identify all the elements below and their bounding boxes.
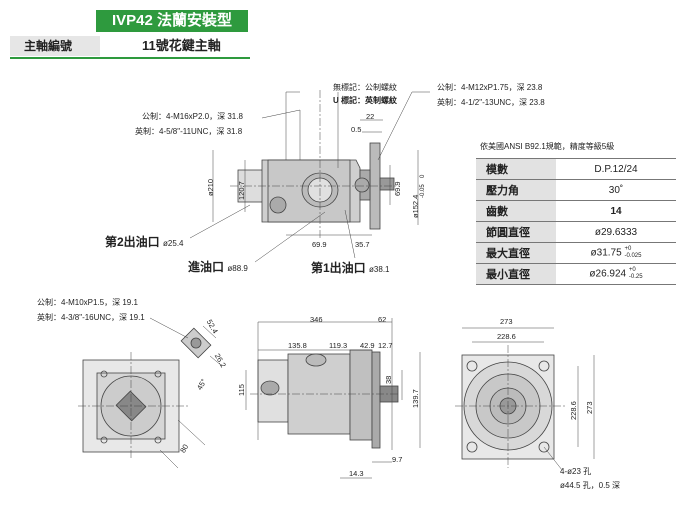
flange-view: [82, 327, 212, 453]
dim-9-7: 9.7: [392, 455, 403, 464]
metric-thread-left: 公制：4-M16xP2.0，深 31.8: [142, 112, 243, 121]
note-metric-mark: 無標記：公制螺紋: [333, 83, 397, 92]
dim-273-top: 273: [500, 317, 513, 326]
dim-120-7: 120.7: [237, 181, 246, 200]
inlet-label: 進油口 ø88.9: [188, 260, 248, 274]
dim-35-7: 35.7: [355, 240, 370, 249]
outlet-1-label: 第1出油口 ø38.1: [311, 261, 390, 275]
dim-14-3: 14.3: [349, 469, 364, 478]
dim-228-6-top: 228.6: [497, 332, 516, 341]
dim-62: 62: [378, 315, 387, 324]
dim-119-3: 119.3: [329, 341, 348, 350]
shaft-tab: 主軸編號: [10, 36, 100, 56]
dim-139-7: 139.7: [411, 389, 420, 408]
dim-135-8: 135.8: [288, 341, 307, 350]
dim-12-7: 12.7: [378, 341, 393, 350]
metric-thread-right: 公制：4-M12xP1.75，深 23.8: [437, 83, 543, 92]
shaft-row: 主軸編號 11號花鍵主軸: [10, 36, 250, 56]
dim-69-9-horizontal: 69.9: [312, 240, 327, 249]
product-title: IVP42 法蘭安裝型: [96, 10, 248, 32]
side-pump-body: [257, 349, 399, 449]
hole-note-2: ø44.5 孔，0.5 深: [560, 481, 621, 490]
note-u-mark: U 標記：英制螺紋: [333, 96, 397, 105]
dim-210: ø210: [206, 178, 215, 196]
dim-38: 38: [384, 375, 393, 384]
shaft-value: 11號花鍵主軸: [142, 38, 221, 53]
dim-115: 115: [237, 384, 246, 396]
dim-228-6-side: 228.6: [569, 401, 578, 420]
outlet-2-label: 第2出油口 ø25.4: [105, 235, 184, 249]
metric-thread-flange: 公制：4-M10xP1.5，深 19.1: [37, 298, 138, 307]
dim-69-9-vertical: 69.9: [393, 181, 402, 196]
dim-346: 346: [310, 315, 323, 324]
dim-152-4-tol-top: 0: [420, 174, 426, 178]
imperial-thread-right: 英制：4-1/2"-13UNC，深 23.8: [437, 98, 545, 107]
dim-0-5: 0.5: [351, 125, 362, 134]
hole-note-1: 4-ø23 孔: [560, 467, 592, 476]
dim-273-side: 273: [585, 401, 594, 414]
dim-22: 22: [366, 112, 375, 121]
dim-152-4: ø152.4: [411, 194, 420, 218]
spec-note: 依美國ANSI B92.1規範，精度等級5級: [480, 142, 615, 151]
imperial-thread-left: 英制：4-5/8"-11UNC，深 31.8: [135, 127, 243, 136]
dim-42-9: 42.9: [360, 341, 375, 350]
dim-152-4-tol-bot: -0.05: [420, 184, 426, 198]
header-divider: [10, 57, 250, 59]
imperial-thread-flange: 英制：4-3/8"-16UNC，深 19.1: [37, 313, 145, 322]
